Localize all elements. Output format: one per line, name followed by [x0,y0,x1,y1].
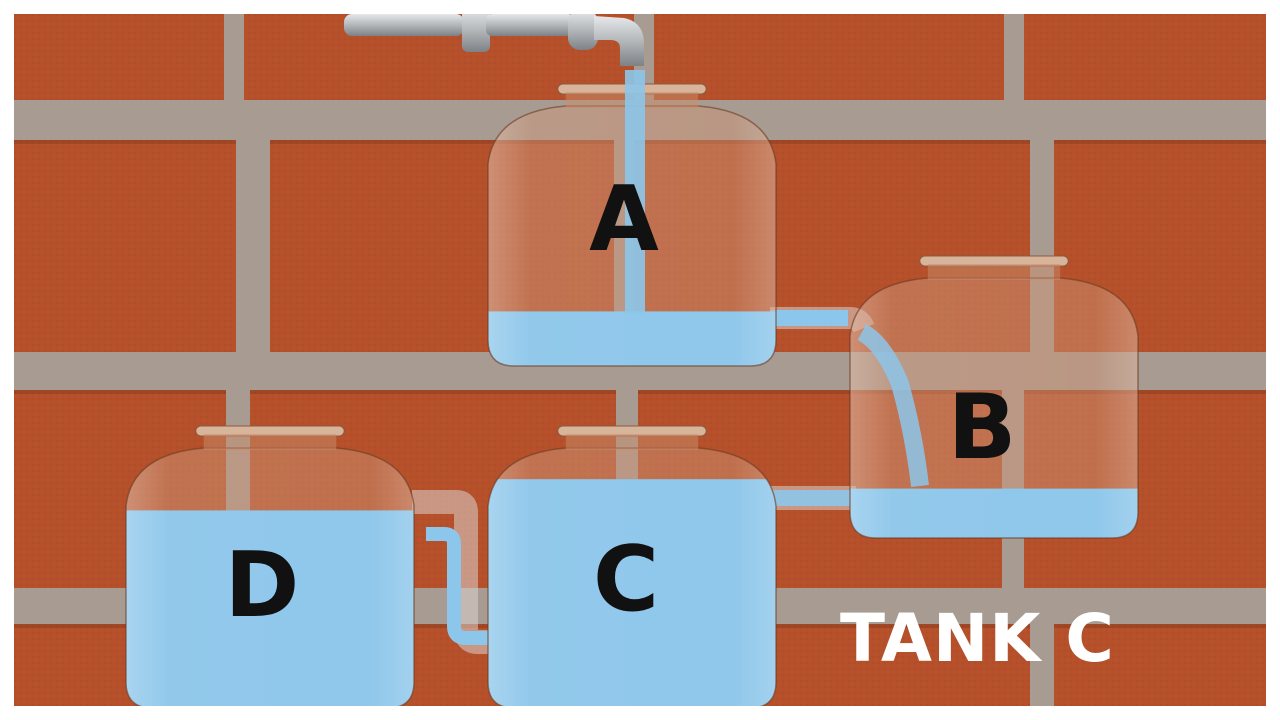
puzzle-scene: A B C D TANK C [14,14,1266,706]
tank-d [125,425,415,706]
tank-a-label: A [589,167,659,272]
tank-d-label: D [224,533,300,638]
faucet-icon [344,14,644,66]
tank-b-label: B [947,375,1017,480]
tank-c [487,425,777,706]
answer-text: TANK C [840,600,1115,677]
puzzle-illustration [14,14,1266,706]
water-streams [625,70,929,488]
tank-c-label: C [592,527,660,632]
